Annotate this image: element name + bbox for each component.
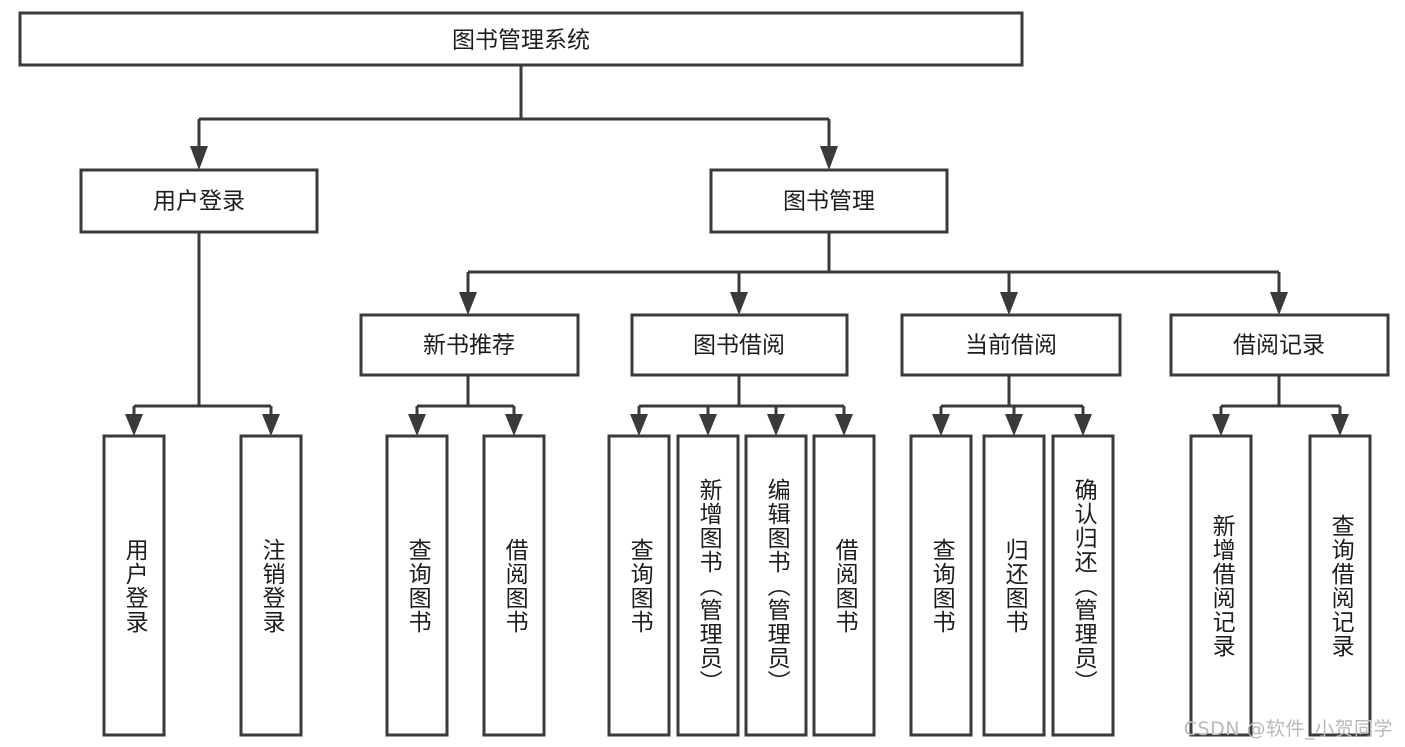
csdn-watermark: CSDN @软件_小贺同学 bbox=[1183, 718, 1393, 740]
node-book-borrow[interactable]: 图书借阅 bbox=[630, 313, 849, 377]
node-user-login-label: 用户登录 bbox=[153, 189, 245, 215]
connector-group-borrow-record bbox=[1212, 375, 1349, 436]
leaf-confirm-return-box[interactable] bbox=[1051, 434, 1115, 737]
node-root-label: 图书管理系统 bbox=[452, 28, 590, 54]
node-current-borrow[interactable]: 当前借阅 bbox=[900, 313, 1122, 377]
node-borrow-record-label: 借阅记录 bbox=[1233, 333, 1325, 359]
node-book-borrow-label: 图书借阅 bbox=[693, 333, 785, 359]
connector-group-book-borrow bbox=[630, 375, 853, 436]
leaf-add-book-box[interactable] bbox=[676, 434, 740, 737]
node-new-book-rec[interactable]: 新书推荐 bbox=[359, 313, 580, 377]
leaf-add-record-box[interactable] bbox=[1189, 434, 1253, 737]
node-book-manage[interactable]: 图书管理 bbox=[709, 168, 949, 234]
leaf-query-book-3-box[interactable] bbox=[909, 434, 973, 737]
node-borrow-record[interactable]: 借阅记录 bbox=[1169, 313, 1390, 377]
leaf-query-book-2-box[interactable] bbox=[607, 434, 671, 737]
leaf-borrow-book-1-box[interactable] bbox=[482, 434, 546, 737]
node-current-borrow-label: 当前借阅 bbox=[965, 333, 1057, 359]
leaf-nodes bbox=[102, 434, 1372, 737]
leaf-query-record-box[interactable] bbox=[1308, 434, 1372, 737]
arrowhead-level2 bbox=[190, 146, 838, 170]
leaf-borrow-book-2-box[interactable] bbox=[812, 434, 876, 737]
node-root[interactable]: 图书管理系统 bbox=[18, 11, 1024, 67]
node-new-book-rec-label: 新书推荐 bbox=[423, 333, 515, 359]
node-book-manage-label: 图书管理 bbox=[783, 189, 875, 215]
connector-group-current-borrow bbox=[932, 375, 1092, 436]
leaf-user-login-box[interactable] bbox=[102, 434, 166, 737]
leaf-return-book-box[interactable] bbox=[982, 434, 1046, 737]
leaf-logout-box[interactable] bbox=[239, 434, 303, 737]
connector-group-user-login bbox=[125, 232, 280, 436]
node-user-login[interactable]: 用户登录 bbox=[79, 168, 319, 234]
leaf-edit-book-box[interactable] bbox=[744, 434, 808, 737]
leaf-query-book-1-box[interactable] bbox=[385, 434, 449, 737]
connector-group-new-book-rec bbox=[408, 375, 523, 436]
connector-group-root bbox=[197, 65, 831, 150]
arrowhead-level3 bbox=[459, 292, 1288, 315]
connector-group-book-manage bbox=[466, 232, 1281, 296]
